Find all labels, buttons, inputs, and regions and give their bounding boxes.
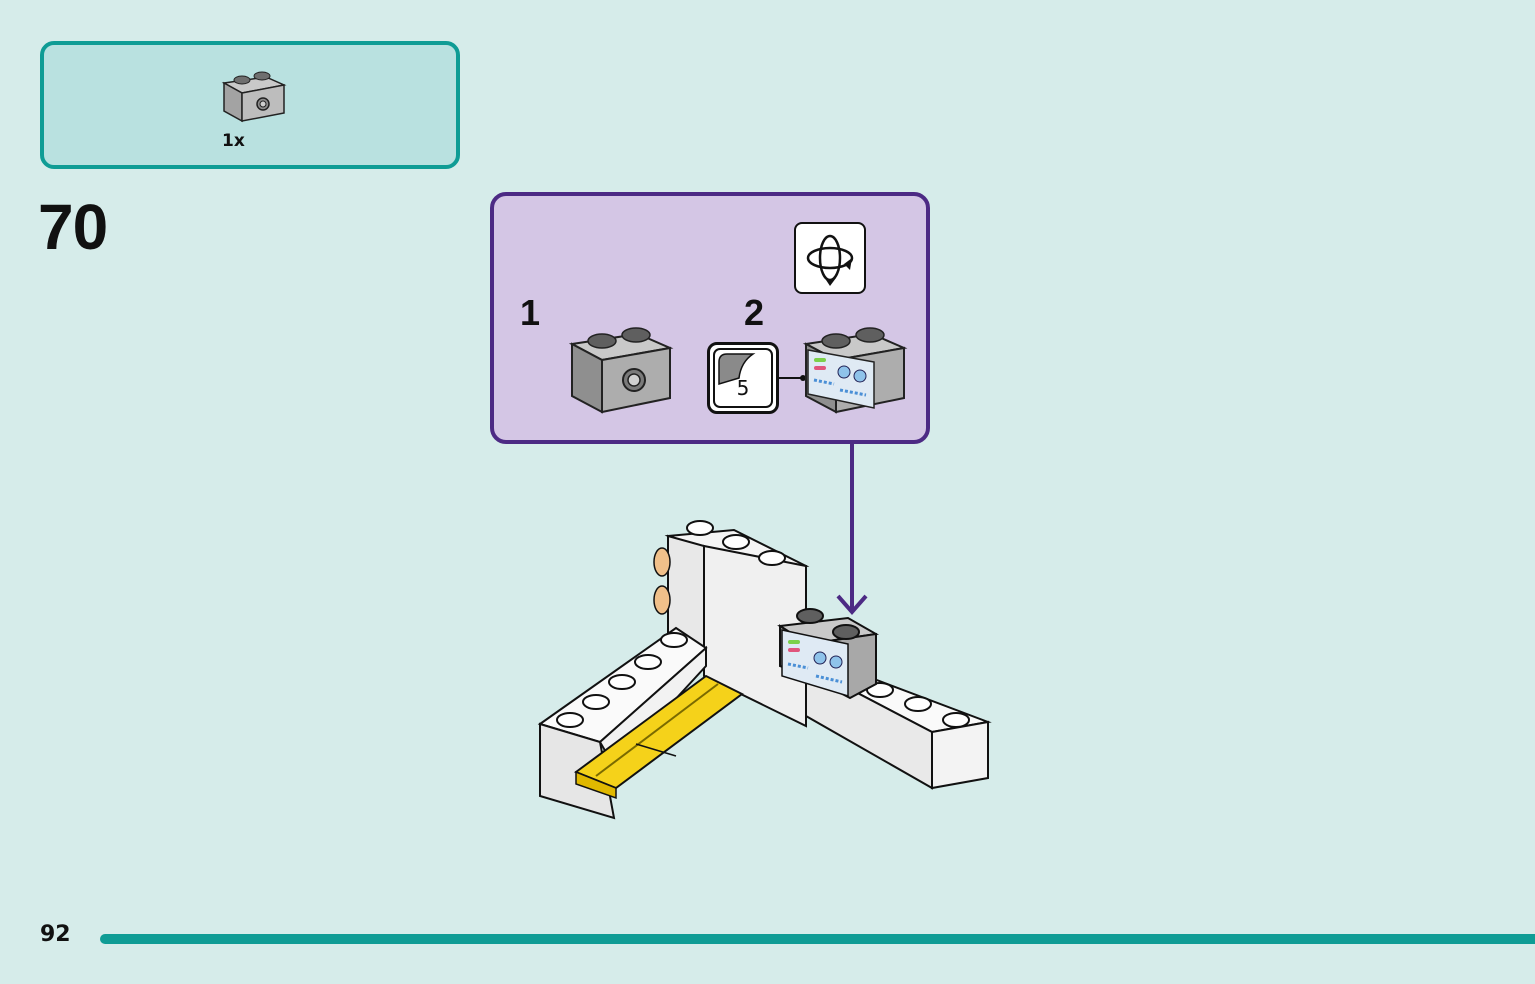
brick-with-control-panel-sticker-icon	[802, 327, 908, 414]
rotate-model-icon	[794, 222, 866, 294]
sticker-number: 5	[736, 376, 750, 400]
sticker-leader-line	[777, 375, 806, 381]
sticker-icon: 5	[713, 348, 773, 408]
gray-brick-1x2-with-side-stud-icon	[221, 71, 287, 123]
sub-step-number-2: 2	[744, 292, 765, 333]
sub-step-number-1: 1	[520, 292, 541, 333]
part-quantity: 1x	[222, 131, 245, 151]
sticker-reference: 5	[707, 342, 779, 414]
page-number: 92	[40, 922, 71, 947]
placement-arrow-icon	[836, 444, 868, 616]
gray-brick-1x2-with-side-stud-icon	[568, 327, 674, 414]
step-number: 70	[38, 191, 108, 263]
main-model-illustration	[537, 520, 992, 820]
parts-list-box: 1x	[40, 41, 460, 169]
sub-assembly-callout: 1 2 5	[490, 192, 930, 444]
page-progress-bar	[100, 934, 1535, 944]
